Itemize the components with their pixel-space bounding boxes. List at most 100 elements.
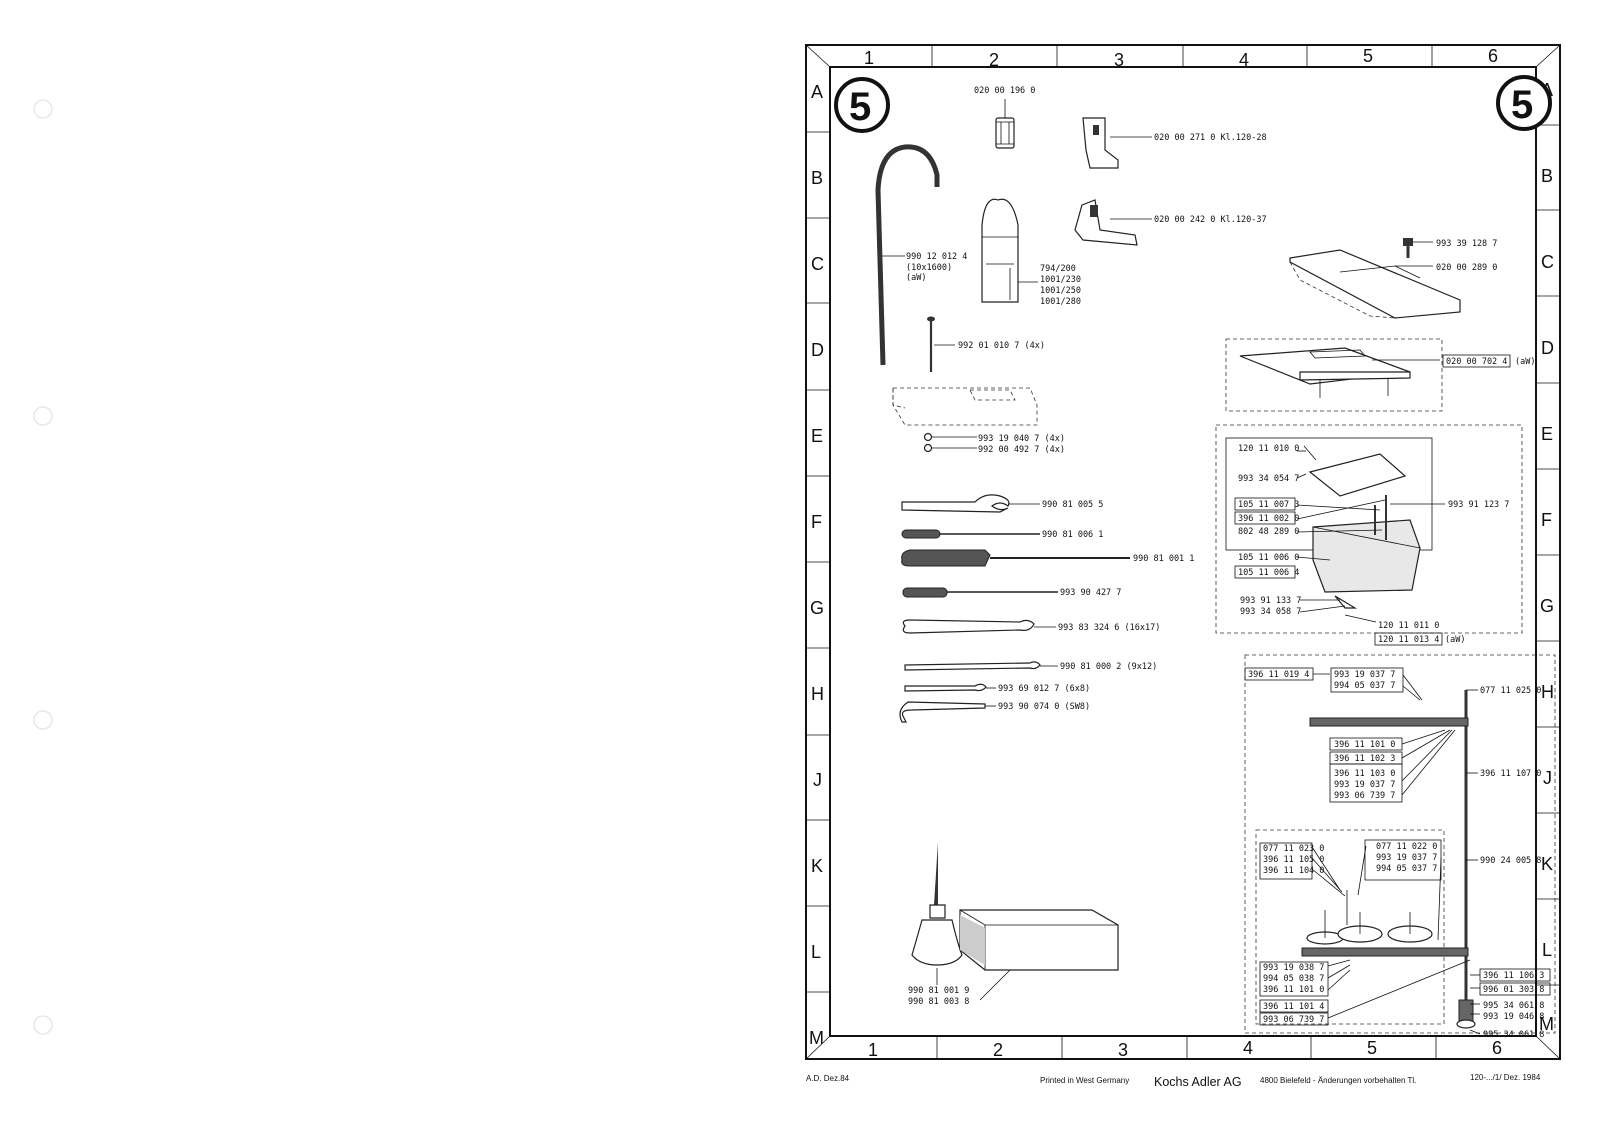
part-number: 993 34 054 7 bbox=[1238, 474, 1299, 484]
part-number: 396 11 101 4 bbox=[1263, 1002, 1324, 1012]
part-number: 994 05 037 7 bbox=[1334, 681, 1395, 691]
part-number: 020 00 271 0 Kl.120-28 bbox=[1154, 133, 1267, 143]
col-label: 5 bbox=[1367, 1038, 1377, 1058]
part-spec: (aW) bbox=[1445, 635, 1465, 645]
part-number: 993 34 058 7 bbox=[1240, 607, 1301, 617]
bobbin-part bbox=[995, 99, 1015, 149]
row-labels-right: A B C D E F G H J K L M bbox=[1539, 80, 1554, 1034]
part-number: 993 19 037 7 bbox=[1376, 853, 1437, 863]
page-number: 5 bbox=[849, 85, 871, 129]
row-label: E bbox=[811, 426, 823, 446]
page-number-left: 5 bbox=[834, 77, 890, 133]
part-number: 990 24 005 8 bbox=[1480, 856, 1541, 866]
col-label: 3 bbox=[1118, 1040, 1128, 1060]
part-number: 020 00 196 0 bbox=[974, 86, 1035, 96]
row-label: K bbox=[811, 856, 823, 876]
row-label: K bbox=[1541, 854, 1553, 874]
part-number: 105 11 007 3 bbox=[1238, 500, 1299, 510]
part-number: 993 19 038 7 bbox=[1263, 963, 1324, 973]
part-number: 992 01 010 7 (4x) bbox=[958, 341, 1045, 351]
part-number: 990 81 001 9 bbox=[908, 986, 969, 996]
footer: A.D. Dez.84 Printed in West Germany Koch… bbox=[806, 1073, 1541, 1089]
footer-ref: 120-.../1/ Dez. 1984 bbox=[1470, 1073, 1541, 1082]
part-number: 802 48 289 0 bbox=[1238, 527, 1299, 537]
part-number: 990 81 006 1 bbox=[1042, 530, 1103, 540]
col-label: 6 bbox=[1492, 1038, 1502, 1058]
part-spec: (aW) bbox=[1515, 357, 1535, 367]
screw-and-plate bbox=[1289, 238, 1461, 319]
part-number: 077 11 023 0 bbox=[1263, 844, 1324, 854]
footer-date: A.D. Dez.84 bbox=[806, 1074, 850, 1083]
cover-plate-group bbox=[1225, 338, 1511, 412]
oil-can-and-box bbox=[911, 842, 1119, 1001]
row-label: L bbox=[811, 942, 821, 962]
part-spec: (10x1600) bbox=[906, 263, 952, 273]
part-number: 994 05 037 7 bbox=[1376, 864, 1437, 874]
part-number: 396 11 103 0 bbox=[1334, 769, 1395, 779]
row-label: M bbox=[809, 1028, 824, 1048]
part-number: 1001/230 bbox=[1040, 275, 1081, 285]
part-number: 992 00 492 7 (4x) bbox=[978, 445, 1065, 455]
part-number: 396 11 107 0 bbox=[1480, 769, 1541, 779]
part-spec: (aW) bbox=[906, 273, 926, 283]
page-number: 5 bbox=[1511, 83, 1533, 127]
col-label: 6 bbox=[1488, 46, 1498, 66]
part-number: 993 19 037 7 bbox=[1334, 780, 1395, 790]
row-label: F bbox=[811, 512, 822, 532]
part-number: 993 91 133 7 bbox=[1240, 596, 1301, 606]
part-number: 990 81 001 1 bbox=[1133, 554, 1194, 564]
drive-belt bbox=[875, 144, 940, 366]
row-label: G bbox=[810, 598, 824, 618]
row-label: E bbox=[1541, 424, 1553, 444]
footer-printed: Printed in West Germany bbox=[1040, 1076, 1129, 1085]
row-label: D bbox=[811, 340, 824, 360]
part-number: 020 00 242 0 Kl.120-37 bbox=[1154, 215, 1267, 225]
part-number: 396 11 019 4 bbox=[1248, 670, 1309, 680]
row-label: D bbox=[1541, 338, 1554, 358]
part-number: 794/200 bbox=[1040, 264, 1076, 274]
col-label: 1 bbox=[864, 48, 874, 68]
row-labels-left: A B C D E F G H J K L M bbox=[809, 82, 824, 1048]
part-number: 996 01 303 8 bbox=[1483, 985, 1544, 995]
part-number: 993 06 739 7 bbox=[1334, 791, 1395, 801]
footer-company: Kochs Adler AG bbox=[1154, 1075, 1242, 1089]
oil-pan-group bbox=[1215, 424, 1523, 646]
part-number: 993 39 128 7 bbox=[1436, 239, 1497, 249]
part-number: 993 90 074 0 (SW8) bbox=[998, 702, 1090, 712]
part-number: 396 11 106 3 bbox=[1483, 971, 1544, 981]
page-number-right: 5 bbox=[1496, 75, 1552, 131]
col-label: 4 bbox=[1239, 50, 1249, 70]
column-labels-bottom: 1 2 3 4 5 6 bbox=[868, 1038, 1502, 1060]
part-number: 993 19 037 7 bbox=[1334, 670, 1395, 680]
part-number: 396 11 102 3 bbox=[1334, 754, 1395, 764]
needle-package bbox=[981, 198, 1019, 303]
part-number: 993 19 040 7 (4x) bbox=[978, 434, 1065, 444]
part-number: 105 11 006 4 bbox=[1238, 568, 1299, 578]
thread-stand-group bbox=[1244, 654, 1556, 1035]
presser-foot-2 bbox=[1074, 199, 1152, 246]
part-number: 990 81 000 2 (9x12) bbox=[1060, 662, 1157, 672]
row-label: J bbox=[1543, 768, 1552, 788]
part-number: 396 11 101 0 bbox=[1334, 740, 1395, 750]
part-number: 396 11 105 0 bbox=[1263, 855, 1324, 865]
part-number: 993 91 123 7 bbox=[1448, 500, 1509, 510]
part-number: 1001/280 bbox=[1040, 297, 1081, 307]
col-label: 4 bbox=[1243, 1038, 1253, 1058]
punch-holes bbox=[33, 99, 53, 1035]
part-number: 990 12 012 4 bbox=[906, 252, 967, 262]
part-number: 020 00 702 4 bbox=[1446, 357, 1507, 367]
part-number: 993 90 427 7 bbox=[1060, 588, 1121, 598]
part-number: 993 69 012 7 (6x8) bbox=[998, 684, 1090, 694]
part-number: 990 81 005 5 bbox=[1042, 500, 1103, 510]
part-number: 105 11 006 0 bbox=[1238, 553, 1299, 563]
screw-bracket bbox=[892, 316, 1038, 453]
row-label: H bbox=[811, 684, 824, 704]
row-label: A bbox=[811, 82, 823, 102]
part-number: 995 34 061 8 bbox=[1483, 1030, 1544, 1040]
col-label: 1 bbox=[868, 1040, 878, 1060]
row-label: F bbox=[1541, 510, 1552, 530]
part-number: 990 81 003 8 bbox=[908, 997, 969, 1007]
part-number: 993 19 046 8 bbox=[1483, 1012, 1544, 1022]
part-number: 120 11 011 0 bbox=[1378, 621, 1439, 631]
row-label: C bbox=[811, 254, 824, 274]
